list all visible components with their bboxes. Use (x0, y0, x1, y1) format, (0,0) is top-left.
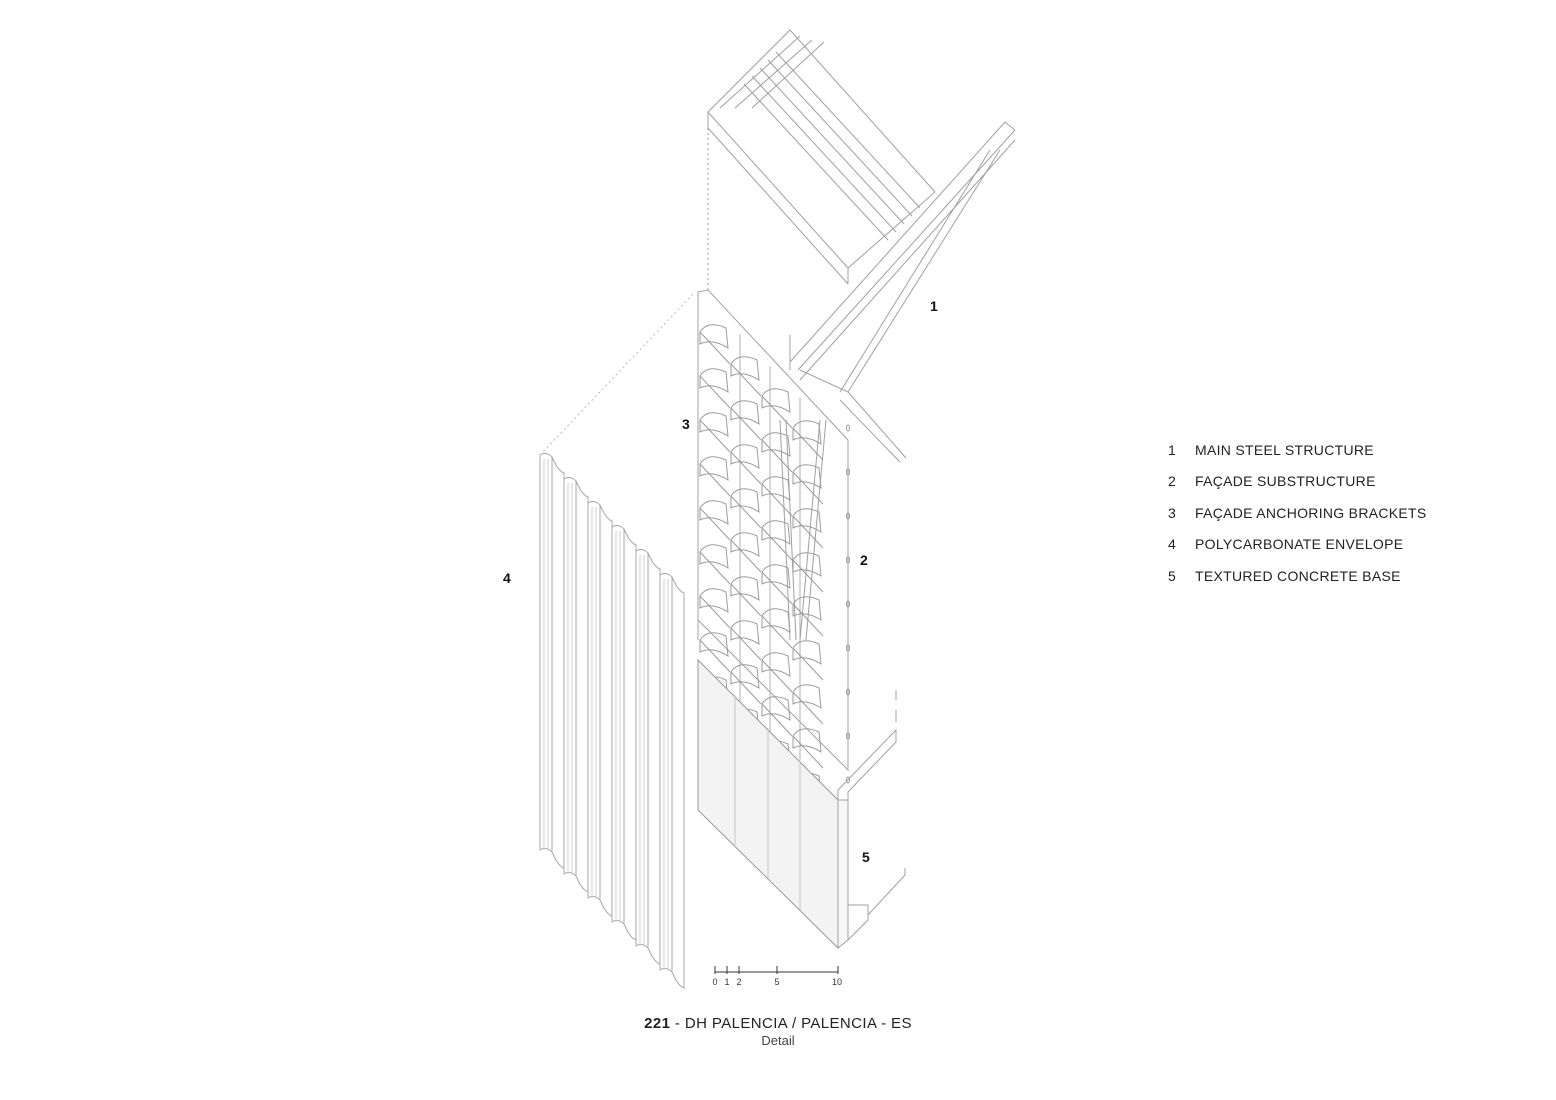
legend-text: POLYCARBONATE ENVELOPE (1195, 536, 1404, 553)
roof-deck-panel (707, 29, 936, 290)
main-steel-structure (789, 121, 1016, 463)
scale-tick-label: 1 (724, 977, 730, 987)
legend-number: 5 (1168, 567, 1177, 584)
scale-tick-label: 2 (736, 977, 742, 987)
legend-text: TEXTURED CONCRETE BASE (1195, 567, 1401, 584)
polycarbonate-envelope (539, 452, 685, 989)
legend-item: 1 MAIN STEEL STRUCTURE (1168, 442, 1508, 473)
scale-bar: 0 1 2 5 10 (706, 964, 846, 994)
callout-1: 1 (930, 298, 938, 314)
scale-tick-label: 0 (712, 977, 718, 987)
project-number: 221 (644, 1015, 671, 1032)
legend-number: 2 (1168, 473, 1177, 490)
legend-item: 5 TEXTURED CONCRETE BASE (1168, 568, 1508, 599)
legend-item: 2 FAÇADE SUBSTRUCTURE (1168, 473, 1508, 504)
callout-5: 5 (862, 849, 870, 865)
page-title: 221 - DH PALENCIA / PALENCIA - ES (0, 1015, 1556, 1032)
callout-2: 2 (860, 552, 868, 568)
legend-text: FAÇADE SUBSTRUCTURE (1195, 473, 1376, 490)
legend-number: 4 (1168, 536, 1177, 553)
title-block: 221 - DH PALENCIA / PALENCIA - ES Detail (0, 1015, 1556, 1048)
anchoring-brackets (699, 324, 850, 813)
legend-text: MAIN STEEL STRUCTURE (1195, 442, 1374, 458)
legend: 1 MAIN STEEL STRUCTURE 2 FAÇADE SUBSTRUC… (1168, 442, 1508, 599)
callout-4: 4 (503, 570, 511, 586)
legend-item: 3 FAÇADE ANCHORING BRACKETS (1168, 505, 1508, 536)
legend-item: 4 POLYCARBONATE ENVELOPE (1168, 536, 1508, 567)
legend-number: 1 (1168, 442, 1177, 458)
legend-number: 3 (1168, 504, 1177, 521)
callout-3: 3 (682, 416, 690, 432)
facade-substructure (697, 289, 849, 780)
scale-tick-label: 5 (774, 977, 780, 987)
textured-concrete-base (697, 658, 906, 950)
scale-ticks (714, 966, 839, 974)
scale-tick-label: 10 (831, 977, 843, 987)
legend-text: FAÇADE ANCHORING BRACKETS (1195, 504, 1427, 521)
project-name: - DH PALENCIA / PALENCIA - ES (670, 1015, 912, 1032)
page-subtitle: Detail (761, 1033, 795, 1048)
